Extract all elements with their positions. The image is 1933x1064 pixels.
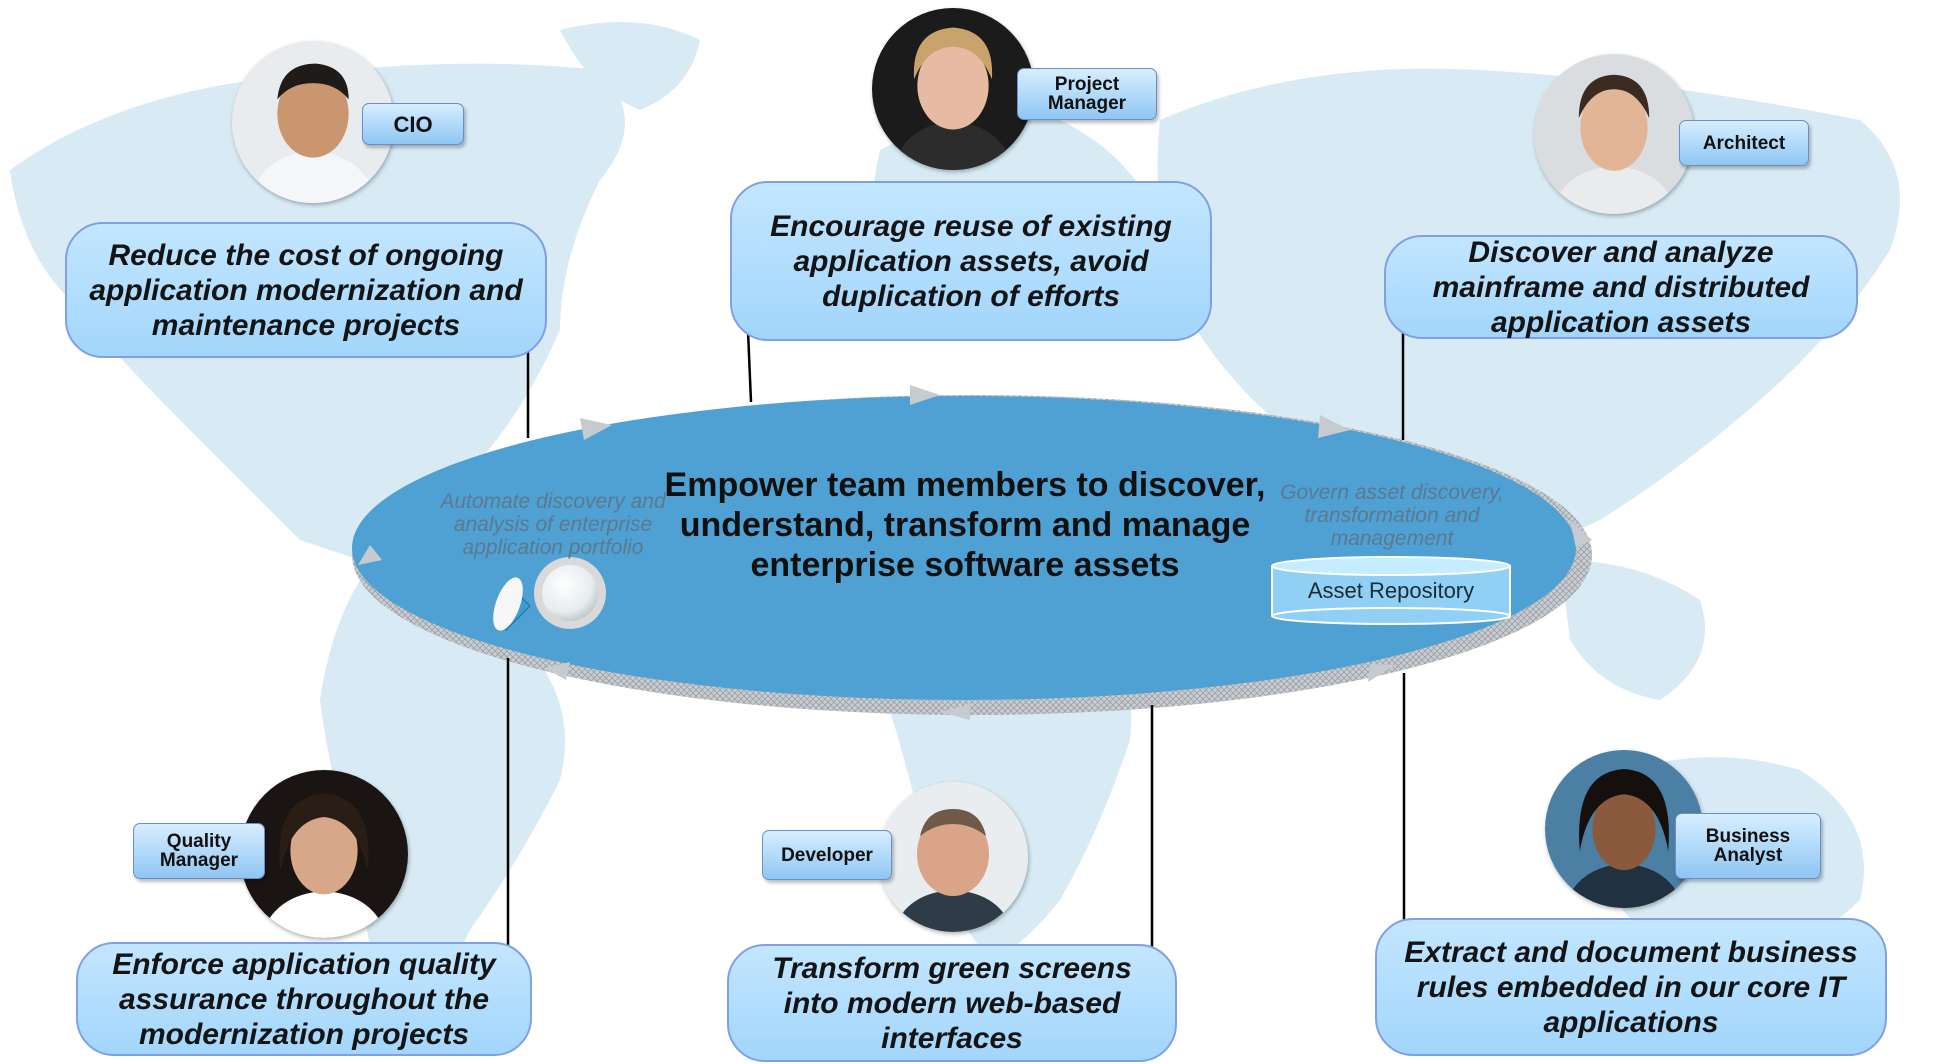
cycle-arrow <box>1368 664 1395 682</box>
badge-cio: CIO <box>362 103 464 145</box>
hub-left-note: Automate discovery and analysis of enter… <box>440 490 666 559</box>
magnifier-icon <box>493 557 606 631</box>
asset-repository-label: Asset Repository <box>1307 578 1475 603</box>
hub-right-note: Govern asset discovery, transformation a… <box>1280 481 1504 550</box>
cycle-arrow <box>910 385 940 405</box>
callout-cio: Reduce the cost of ongoing application m… <box>65 222 547 358</box>
callout-architect: Discover and analyze mainframe and distr… <box>1384 235 1858 339</box>
map-southeast-asia <box>1560 560 1705 700</box>
map-greenland <box>560 22 700 110</box>
callout-project-manager: Encourage reuse of existing application … <box>730 181 1212 341</box>
hub-ellipse <box>352 396 1576 700</box>
quality-manager-avatar <box>240 770 408 938</box>
badge-project-manager: Project Manager <box>1017 68 1157 120</box>
badge-quality-manager: Quality Manager <box>133 823 265 879</box>
badge-business-analyst: Business Analyst <box>1675 813 1821 879</box>
cycle-arrow <box>545 662 570 680</box>
hub-title: Empower team members to discover, unders… <box>664 466 1266 584</box>
callout-developer: Transform green screens into modern web-… <box>727 944 1177 1062</box>
developer-avatar <box>878 782 1028 932</box>
database-cylinder-icon <box>1271 556 1511 625</box>
cycle-arrow <box>940 704 970 720</box>
badge-architect: Architect <box>1679 120 1809 166</box>
cycle-arrow <box>358 545 382 565</box>
cycle-arrow <box>1318 415 1350 438</box>
project-manager-avatar <box>872 8 1034 170</box>
cycle-arrow <box>1570 520 1592 548</box>
callout-business-analyst: Extract and document business rules embe… <box>1375 918 1887 1056</box>
architect-avatar <box>1534 54 1694 214</box>
cycle-arrow <box>580 418 612 440</box>
cio-avatar <box>232 41 394 203</box>
callout-quality-manager: Enforce application quality assurance th… <box>76 942 532 1056</box>
map-south-america <box>320 580 565 1050</box>
badge-developer: Developer <box>762 830 892 880</box>
